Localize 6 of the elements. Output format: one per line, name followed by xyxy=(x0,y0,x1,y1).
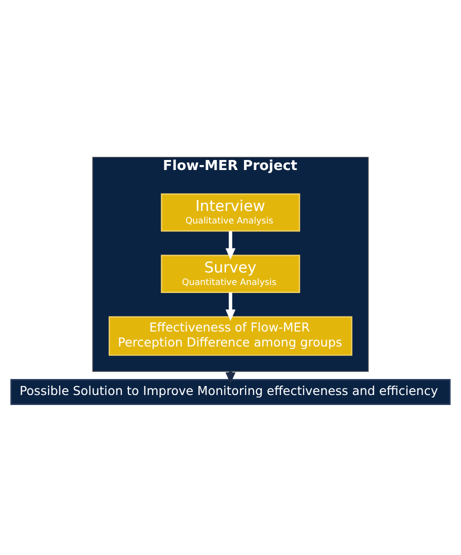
node-box: Effectiveness of Flow-MER Perception Difference among groups xyxy=(108,316,352,356)
arrow xyxy=(226,292,236,320)
node-box: Interview Qualitative Analysis xyxy=(160,192,300,232)
node-box: Possible Solution to Improve Monitoring effectiveness and efficiency xyxy=(10,378,451,404)
arrow xyxy=(226,230,236,260)
node-box: Survey Quantitative Analysis xyxy=(160,254,300,293)
